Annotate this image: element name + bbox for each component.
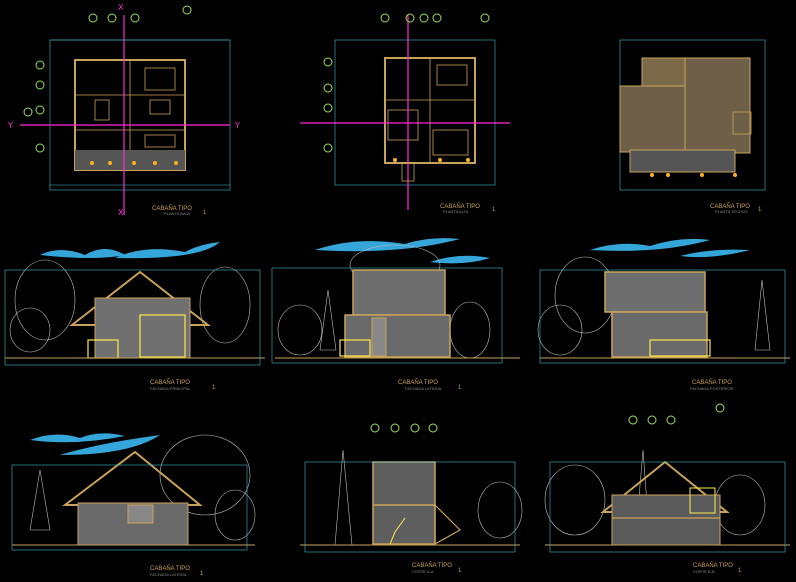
elevation-1-title: CABAÑA TIPO xyxy=(150,379,190,386)
plan-upper-floor xyxy=(300,13,510,210)
axis-x-mark-left: Y xyxy=(7,121,13,130)
elevation-3-title: CABAÑA TIPO xyxy=(692,379,732,386)
elevation-rear xyxy=(537,256,790,364)
plan-2-title: CABAÑA TIPO xyxy=(440,203,480,210)
plan-3-title: CABAÑA TIPO xyxy=(710,203,750,210)
elevation-2-number: 1 xyxy=(458,385,462,391)
plan-1-subtitle: PLANTA BAJA xyxy=(164,211,190,216)
elevation-3-subtitle: FACHADA POSTERIOR xyxy=(690,386,733,391)
plan-3-subtitle: PLANTA TECHOS xyxy=(715,209,748,214)
plan-1-number: 1 xyxy=(203,210,207,216)
plan-ground-floor: Y X X Y xyxy=(7,3,240,217)
elevation-2-subtitle: FACHADA LATERAL xyxy=(405,386,443,391)
section-3-number: 1 xyxy=(738,568,742,574)
axis-x-mark-top: X xyxy=(118,3,124,12)
section-3-subtitle: CORTE B-B xyxy=(693,569,715,574)
elevation-1-subtitle: FACHADA PRINCIPAL xyxy=(150,386,191,391)
plan-roof xyxy=(619,39,766,191)
sky-clouds-row3 xyxy=(30,433,160,455)
elevation-front xyxy=(4,259,265,366)
section-2-subtitle: CORTE A-A xyxy=(412,569,434,574)
elevation-1-number: 1 xyxy=(212,385,216,391)
plan-2-number: 1 xyxy=(492,207,496,213)
plan-1-title: CABAÑA TIPO xyxy=(152,205,192,212)
section-2-title: CABAÑA TIPO xyxy=(412,562,452,569)
plan-2-subtitle: PLANTA ALTA xyxy=(443,209,469,214)
sky-clouds-row2 xyxy=(40,238,750,264)
axis-y-mark-right: Y xyxy=(234,121,240,130)
section-1-title: CABAÑA TIPO xyxy=(150,565,190,572)
plan-3-number: 1 xyxy=(758,207,762,213)
section-b-b xyxy=(544,403,790,553)
section-3-title: CABAÑA TIPO xyxy=(693,562,733,569)
axis-x-mark-bottom: X xyxy=(118,208,124,217)
section-1-subtitle: FACHADA LATERAL xyxy=(150,572,188,577)
elevation-2-title: CABAÑA TIPO xyxy=(398,379,438,386)
section-1-number: 1 xyxy=(200,571,204,577)
section-2-number: 1 xyxy=(458,568,462,574)
section-a-a xyxy=(300,423,523,553)
elevation-lateral xyxy=(271,244,520,364)
section-lateral xyxy=(11,434,256,551)
